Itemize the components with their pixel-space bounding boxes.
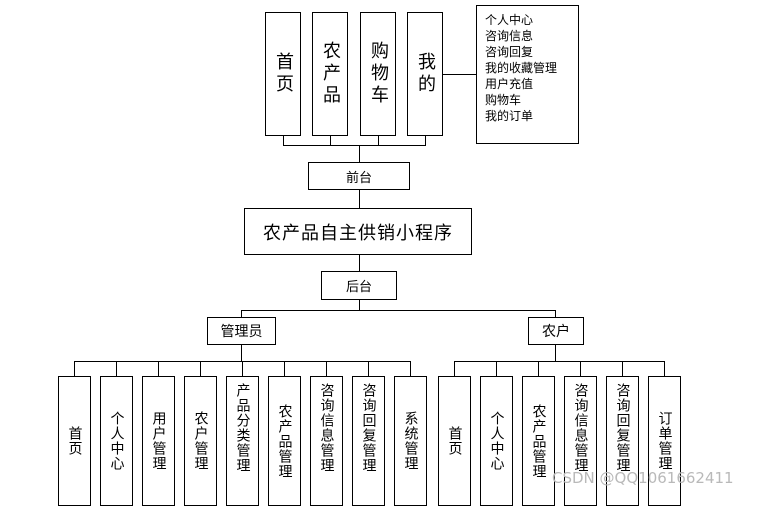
- farmer-child-label: 订单管理: [656, 411, 673, 471]
- watermark: CSDN @QQ1061662411: [552, 469, 734, 487]
- admin-child-label: 用户管理: [150, 411, 167, 471]
- farmer-child-product-mgmt: 农产品管理: [522, 376, 555, 506]
- connector: [555, 310, 556, 317]
- backend-node: 后台: [321, 271, 397, 300]
- connector: [454, 361, 664, 362]
- admin-child-label: 产品分类管理: [234, 383, 251, 473]
- system-title-node: 农产品自主供销小程序: [244, 208, 472, 255]
- mine-item: 购物车: [485, 93, 522, 107]
- frontend-node: 前台: [308, 162, 410, 190]
- connector: [664, 361, 665, 376]
- connector: [538, 361, 539, 376]
- system-title: 农产品自主供销小程序: [263, 222, 453, 244]
- admin-child-reply-mgmt: 咨询回复管理: [352, 376, 385, 506]
- farmer-child-inquiry-mgmt: 咨询信息管理: [564, 376, 597, 506]
- connector: [410, 361, 411, 376]
- connector: [74, 361, 75, 376]
- node-mine: 我的: [407, 12, 443, 136]
- farmer-child-personal-center: 个人中心: [480, 376, 513, 506]
- connector: [555, 345, 556, 361]
- node-home: 首页: [265, 12, 301, 136]
- connector: [326, 361, 327, 376]
- connector: [242, 361, 243, 376]
- admin-child-system-mgmt: 系统管理: [394, 376, 427, 506]
- farmer-node: 农户: [528, 317, 584, 345]
- connector: [284, 361, 285, 376]
- backend-label: 后台: [345, 280, 372, 295]
- mine-items-box: 个人中心 咨询信息 咨询回复 我的收藏管理 用户充值 购物车 我的订单: [476, 5, 579, 144]
- admin-label: 管理员: [220, 324, 263, 340]
- node-mine-label: 我的: [415, 52, 436, 96]
- connector: [359, 300, 360, 310]
- connector: [359, 255, 360, 271]
- admin-child-inquiry-mgmt: 咨询信息管理: [310, 376, 343, 506]
- farmer-child-label: 咨询信息管理: [572, 383, 589, 473]
- farmer-child-label: 个人中心: [488, 411, 505, 471]
- frontend-label: 前台: [345, 170, 372, 186]
- farmer-child-label: 农产品管理: [530, 403, 547, 479]
- admin-child-label: 咨询回复管理: [360, 383, 377, 473]
- admin-child-label: 农户管理: [192, 411, 209, 471]
- farmer-child-order-mgmt: 订单管理: [648, 376, 681, 506]
- admin-child-farmer-mgmt: 农户管理: [184, 376, 217, 506]
- node-products: 农产品: [312, 12, 348, 136]
- admin-child-label: 个人中心: [108, 411, 125, 471]
- connector: [241, 310, 556, 311]
- admin-node: 管理员: [207, 317, 276, 345]
- admin-child-label: 咨询信息管理: [318, 383, 335, 473]
- connector: [200, 361, 201, 376]
- node-home-label: 首页: [273, 52, 294, 96]
- connector: [622, 361, 623, 376]
- connector: [158, 361, 159, 376]
- connector: [116, 361, 117, 376]
- farmer-child-home: 首页: [438, 376, 471, 506]
- connector: [443, 74, 476, 75]
- mine-item: 我的订单: [485, 109, 534, 123]
- connector: [283, 136, 284, 145]
- connector: [241, 310, 242, 317]
- connector: [241, 345, 242, 361]
- farmer-child-label: 咨询回复管理: [614, 383, 631, 473]
- connector: [425, 136, 426, 145]
- node-products-label: 农产品: [320, 41, 341, 107]
- connector: [368, 361, 369, 376]
- mine-item: 咨询信息: [485, 29, 534, 43]
- mine-item: 用户充值: [485, 77, 534, 91]
- node-cart-label: 购物车: [368, 41, 389, 107]
- admin-child-label: 农产品管理: [276, 403, 293, 479]
- farmer-label: 农户: [542, 324, 570, 340]
- mine-item: 咨询回复: [485, 45, 534, 59]
- connector: [378, 136, 379, 145]
- connector: [496, 361, 497, 376]
- admin-child-personal-center: 个人中心: [100, 376, 133, 506]
- admin-child-label: 首页: [66, 426, 83, 456]
- connector: [359, 190, 360, 208]
- connector: [283, 145, 426, 146]
- admin-child-category-mgmt: 产品分类管理: [226, 376, 259, 506]
- node-cart: 购物车: [360, 12, 396, 136]
- admin-child-product-mgmt: 农产品管理: [268, 376, 301, 506]
- farmer-child-label: 首页: [446, 426, 463, 456]
- mine-item: 我的收藏管理: [485, 61, 558, 75]
- connector: [454, 361, 455, 376]
- connector: [580, 361, 581, 376]
- admin-child-label: 系统管理: [402, 411, 419, 471]
- connector: [359, 145, 360, 162]
- admin-child-home: 首页: [58, 376, 91, 506]
- connector: [330, 136, 331, 145]
- admin-child-user-mgmt: 用户管理: [142, 376, 175, 506]
- mine-item: 个人中心: [485, 13, 534, 27]
